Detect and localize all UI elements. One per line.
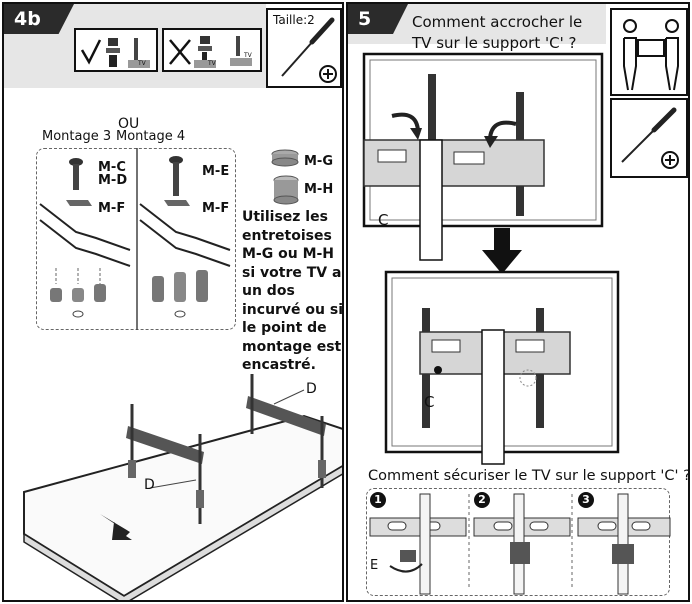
mount-4-label: Montage 4	[116, 129, 186, 144]
spacer-note: Utilisez les entretoises M-G ou M-H si v…	[242, 209, 344, 373]
substep-dividers	[468, 494, 573, 590]
bracket-label-c-1: C	[378, 211, 389, 229]
part-label-m-h: M-H	[304, 182, 334, 197]
screwdriver-box	[610, 98, 688, 178]
spacer-m-g-icon	[271, 149, 299, 167]
tv-mark: TV	[208, 60, 216, 67]
two-person-box	[610, 8, 688, 96]
tv-back-bracket-drawing	[23, 374, 342, 600]
screwdriver-icon	[621, 107, 677, 163]
part-label-m-f: M-F	[98, 201, 126, 216]
step-number: 5	[358, 8, 372, 30]
tv-mark: TV	[138, 60, 146, 67]
size-label: Taille:2	[273, 13, 315, 27]
part-label-e: E	[370, 558, 379, 573]
tv-mark: TV	[244, 52, 252, 59]
secure-steps-box	[366, 488, 670, 596]
bracket-label-c-2: C	[424, 393, 435, 411]
phillips-head-icon	[319, 65, 337, 83]
check-icon	[80, 38, 150, 68]
secure-title: Comment sécuriser le TV sur le support '…	[368, 468, 690, 484]
phillips-head-icon	[661, 151, 679, 169]
substep-3-badge: 3	[578, 492, 594, 508]
correct-screw-box: TV	[74, 28, 158, 72]
substep-1-drawing	[369, 493, 467, 595]
spacer-m-h-icon	[273, 175, 299, 205]
hardware-divider	[136, 148, 138, 330]
panel-step-5: 5 Comment accrocher le TV sur le support…	[346, 2, 690, 602]
part-label-m-c: M-C	[98, 160, 126, 175]
hang-title: Comment accrocher le TV sur le support '…	[412, 13, 583, 52]
or-label: OU	[118, 116, 140, 132]
step-number: 4b	[14, 8, 41, 30]
substep-3-drawing	[577, 493, 671, 595]
hardware-dashed-box	[36, 148, 236, 330]
part-label-m-d: M-D	[98, 173, 128, 188]
part-label-m-e: M-E	[202, 164, 230, 179]
arrow-down-icon	[482, 228, 522, 274]
rotate-arrow-icon	[484, 120, 517, 148]
tv-hung-drawing	[384, 270, 620, 465]
mount-3-label: Montage 3	[42, 129, 112, 144]
panel-step-4b: 4b TV TV TV Taille:2	[2, 2, 344, 602]
part-label-d-2: D	[144, 477, 155, 493]
mount-4-hardware-drawing	[139, 156, 231, 318]
substep-1-badge: 1	[370, 492, 386, 508]
substep-2-drawing	[473, 493, 571, 595]
tool-size-box: Taille:2	[266, 8, 342, 88]
mount-3-hardware-drawing	[39, 158, 131, 318]
part-label-d-1: D	[306, 381, 317, 397]
substep-2-badge: 2	[474, 492, 490, 508]
rotate-arrow-icon	[391, 112, 422, 140]
part-label-m-g: M-G	[304, 154, 334, 169]
screwdriver-icon	[281, 17, 335, 77]
part-label-m-f-2: M-F	[202, 201, 230, 216]
incorrect-screw-box: TV TV	[162, 28, 262, 72]
two-person-lift-icon	[623, 19, 679, 91]
cross-icon	[169, 36, 252, 68]
tv-hanging-drawing	[362, 52, 604, 261]
